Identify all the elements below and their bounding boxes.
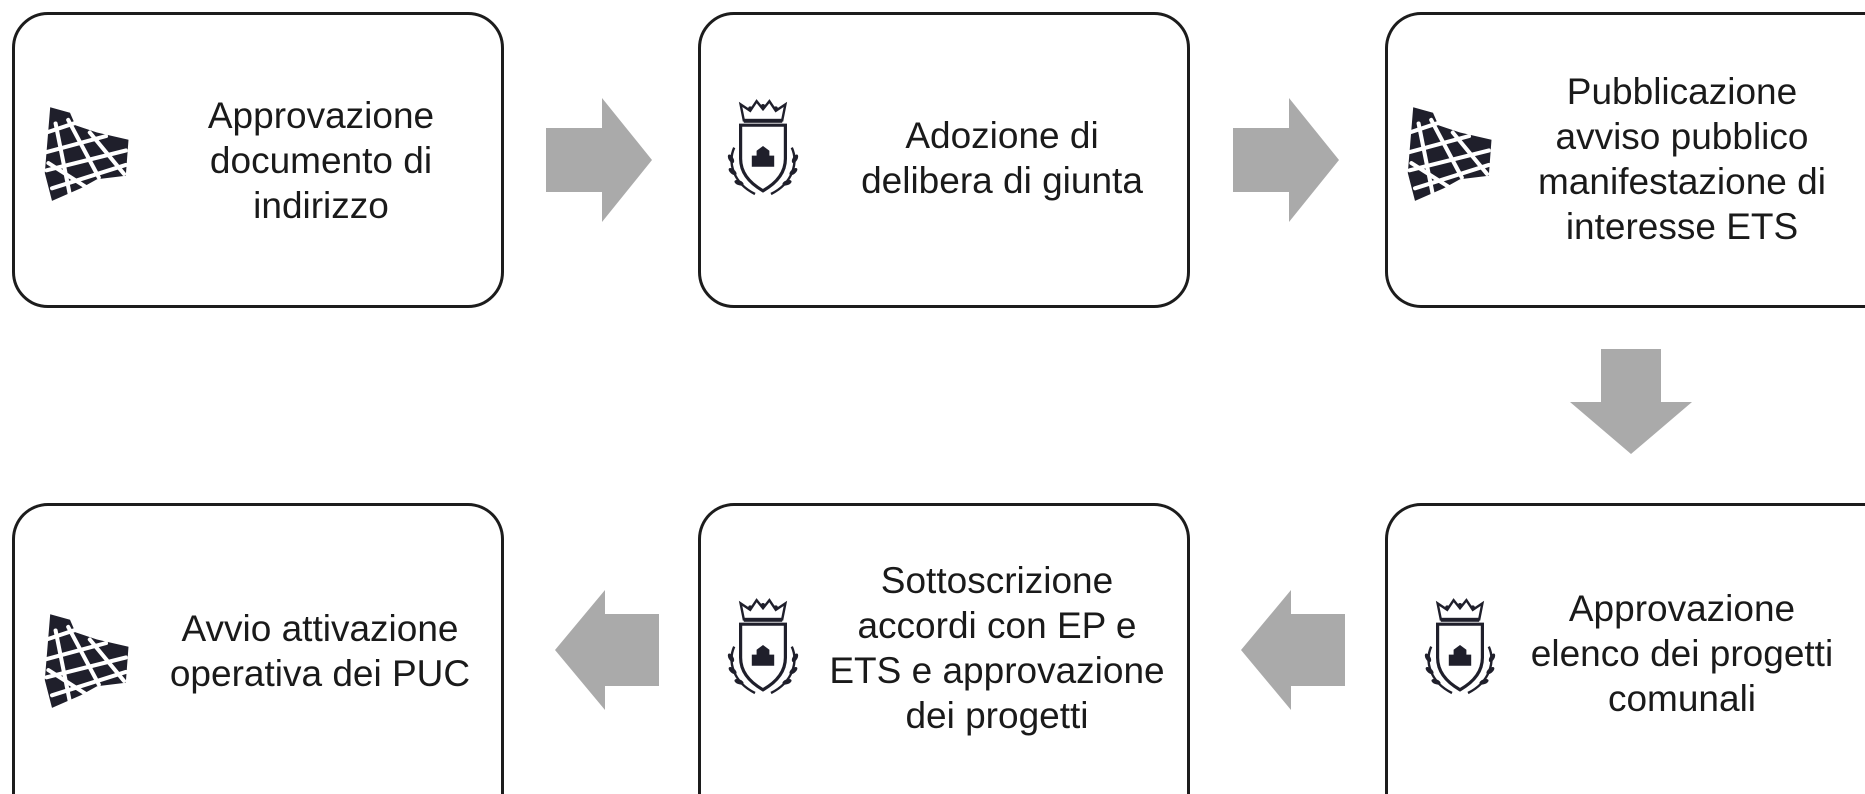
step-4-label: Approvazione elenco dei progetti comunal… [1530,588,1834,719]
arrow-right-2 [1233,98,1339,222]
step-6-label: Avvio attivazione operativa dei PUC [169,608,471,694]
municipal-crest-icon [723,594,803,704]
step-3-box: Pubblicazione avviso pubblico manifestaz… [1385,12,1865,308]
step-5-label: Sottoscrizione accordi con EP e ETS e ap… [829,560,1165,736]
step-1-label: Approvazione documento di indirizzo [207,95,435,226]
step-1-box: Approvazione documento di indirizzo [12,12,504,308]
municipal-crest-icon [1420,594,1500,704]
municipal-crest-icon [723,95,803,205]
arrow-left-4 [1241,590,1345,710]
arrow-down-3 [1570,349,1692,454]
step-2-label: Adozione di delibera di giunta [861,115,1143,201]
region-map-icon [43,105,133,205]
step-3-label: Pubblicazione avviso pubblico manifestaz… [1538,71,1826,247]
arrow-left-5 [555,590,659,710]
step-2-box: Adozione di delibera di giunta [698,12,1190,308]
region-map-icon [1406,105,1496,205]
step-6-box: Avvio attivazione operativa dei PUC [12,503,504,794]
step-5-box: Sottoscrizione accordi con EP e ETS e ap… [698,503,1190,794]
arrow-right-1 [546,98,652,222]
region-map-icon [43,612,133,712]
step-4-box: Approvazione elenco dei progetti comunal… [1385,503,1865,794]
